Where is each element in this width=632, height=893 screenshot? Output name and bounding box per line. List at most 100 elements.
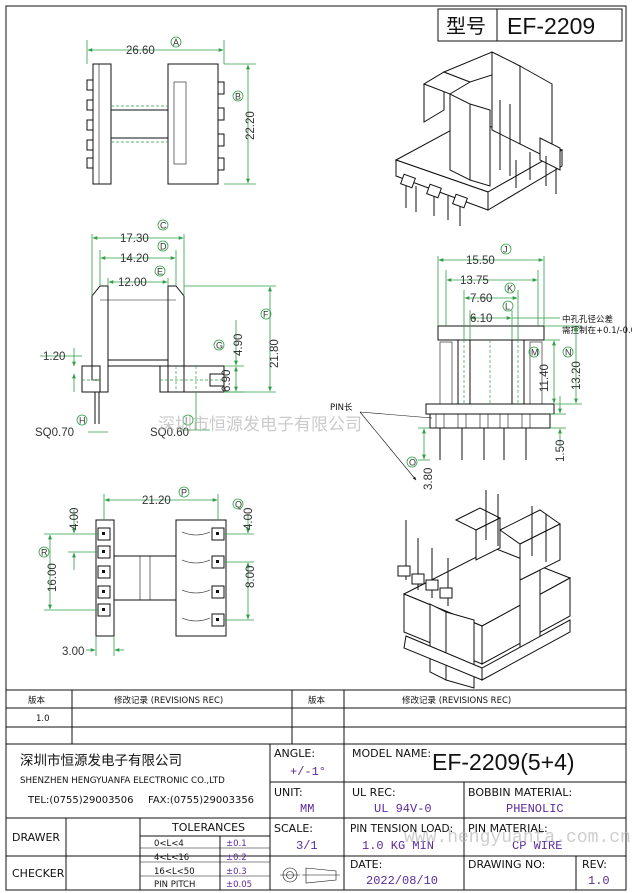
model-name-value: EF-2209(5+4) [432, 749, 575, 775]
pin-material-label: PIN MATERIAL: [468, 822, 548, 835]
revision-row1-version: 1.0 [36, 714, 50, 724]
dim-13-75: 13.75 [460, 275, 489, 287]
tag-k: K [507, 284, 513, 294]
drawing-no-label: DRAWING NO: [468, 858, 545, 871]
tol-range-3: 16<L<50 [154, 867, 195, 877]
rev-label: REV: [582, 858, 607, 871]
hole-tolerance-note-1: 中孔孔径公差 [562, 314, 613, 325]
ul-rec-value: UL 94V-0 [374, 802, 432, 816]
date-value: 2022/08/10 [366, 874, 438, 888]
rev-value: 1.0 [588, 874, 610, 888]
dim-12-00: 12.00 [118, 277, 147, 289]
model-header: EF-2209 [507, 13, 595, 39]
bobbin-material-value: PHENOLIC [506, 802, 564, 816]
dim-4-00-left: 4.00 [69, 508, 81, 530]
tag-r: R [41, 548, 48, 558]
tag-f: F [263, 310, 269, 320]
dim-21-20: 21.20 [142, 495, 171, 507]
tolerances-label: TOLERANCES [171, 821, 245, 834]
tag-n: N [565, 348, 572, 358]
tag-d: D [160, 242, 167, 252]
dim-21-80: 21.80 [269, 339, 281, 368]
revision-version-header-2: 版本 [308, 695, 326, 706]
tag-b: B [235, 92, 241, 102]
tag-q: Q [235, 500, 242, 510]
dim-16-00: 16.00 [47, 563, 59, 592]
tag-l: L [505, 302, 510, 312]
pin-length-label: PIN长 [330, 402, 353, 413]
front-view: 15.50 J 13.75 K 7.60 L 6.10 中孔孔径公差 需控制在+… [330, 243, 632, 490]
dim-3-00: 3.00 [62, 646, 84, 658]
revisions-table: 版本 修改记录 (REVISIONS REC) 版本 修改记录 (REVISIO… [6, 689, 626, 745]
dim-sq-0-70: SQ0.70 [35, 427, 74, 439]
dim-4-90: 4.90 [233, 334, 245, 356]
dim-26-60: 26.60 [126, 45, 155, 57]
top-view: 26.60 A 22.20 B [86, 36, 257, 185]
dim-14-20: 14.20 [120, 253, 149, 265]
company-fax: FAX:(0755)29003356 [148, 795, 254, 806]
tol-range-2: 4<L<16 [154, 853, 189, 863]
revision-record-header-2: 修改记录 (REVISIONS REC) [402, 695, 511, 706]
revision-version-header: 版本 [28, 695, 46, 706]
tag-p: P [181, 488, 187, 498]
dim-sq-0-60: SQ0.60 [150, 427, 189, 439]
hole-tolerance-note-2: 需控制在+0.1/-0.05 [562, 325, 632, 336]
tag-c: C [160, 221, 167, 231]
isometric-view-bottom [397, 490, 572, 689]
company-tel: TEL:(0755)29003506 [27, 795, 134, 806]
dim-8-00: 8.00 [245, 566, 257, 588]
dim-15-50: 15.50 [466, 255, 495, 267]
dim-1-50: 1.50 [555, 440, 567, 462]
checker-label: CHECKER [12, 867, 65, 880]
revision-record-header: 修改记录 (REVISIONS REC) [114, 695, 223, 706]
dim-4-00-right: 4.00 [243, 508, 255, 530]
unit-value: MM [300, 802, 314, 816]
dim-7-60: 7.60 [470, 293, 492, 305]
tag-m: M [531, 348, 539, 358]
bobbin-material-label: BOBBIN MATERIAL: [468, 786, 572, 799]
isometric-view-top [394, 51, 564, 226]
drawer-label: DRAWER [12, 831, 60, 844]
tol-value-1: ±0.1 [226, 839, 247, 849]
tag-g: G [216, 341, 223, 351]
dim-22-20: 22.20 [245, 111, 257, 140]
dim-6-10: 6.10 [470, 313, 492, 325]
tag-o: O [409, 458, 416, 468]
projection-symbol-icon [280, 867, 340, 884]
ul-rec-label: UL REC: [352, 786, 396, 799]
title-block: 深圳市恒源发电子有限公司 SHENZHEN HENGYUANFA ELECTRO… [6, 744, 626, 890]
dim-13-20: 13.20 [571, 361, 583, 390]
tol-value-3: ±0.3 [226, 867, 247, 877]
sheet-border [5, 5, 627, 891]
dim-6-90: 6.90 [221, 370, 233, 392]
angle-label: ANGLE: [274, 747, 315, 760]
bottom-view: 21.20 P 4.00 16.00 R 4.00 Q 8.00 3.00 [38, 486, 257, 658]
tag-e: E [157, 267, 163, 277]
angle-value: +/-1° [290, 765, 326, 779]
model-name-label: MODEL NAME: [352, 747, 431, 760]
pin-tension-value: 1.0 KG MIN [362, 839, 434, 853]
scale-value: 3/1 [296, 839, 318, 853]
tag-j: J [503, 245, 508, 255]
dim-17-30: 17.30 [120, 233, 149, 245]
unit-label: UNIT: [274, 786, 303, 799]
dim-1-20: 1.20 [43, 351, 65, 363]
side-view: 17.30 C 14.20 D 12.00 E 21.80 F 4.90 G 6… [35, 219, 281, 439]
tol-value-4: ±0.05 [226, 880, 252, 890]
pin-tension-label: PIN TENSION LOAD: [350, 823, 453, 835]
tag-i: I [185, 416, 188, 426]
watermark-url: www.hengyuanfa.com.cn [404, 828, 631, 848]
tol-value-2: ±0.2 [226, 853, 247, 863]
dim-11-40: 11.40 [539, 364, 551, 392]
header-box: 型号 EF-2209 [437, 8, 623, 42]
watermark-company: 深圳市恒源发电子有限公司 [158, 415, 362, 435]
type-label: 型号 [446, 14, 486, 38]
tol-range-1: 0<L<4 [154, 839, 184, 849]
dim-3-80: 3.80 [423, 468, 435, 490]
pin-material-value: CP WIRE [512, 839, 562, 853]
company-name-cn: 深圳市恒源发电子有限公司 [20, 752, 182, 769]
tol-range-4: PIN PITCH [154, 880, 195, 890]
tag-a: A [173, 38, 179, 48]
company-name-en: SHENZHEN HENGYUANFA ELECTRONIC CO.,LTD [20, 776, 225, 786]
